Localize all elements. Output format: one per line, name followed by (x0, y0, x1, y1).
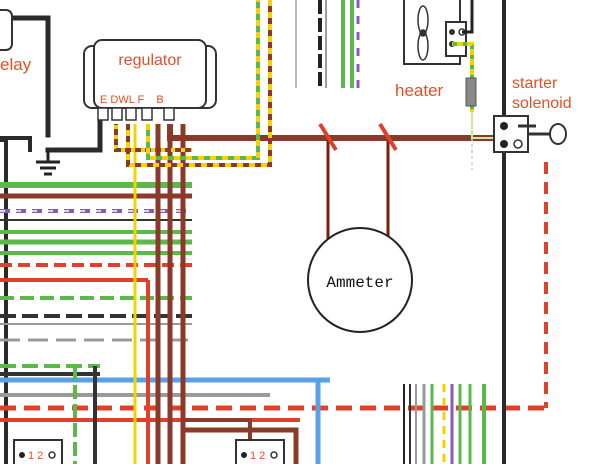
horizontal-harness (0, 182, 548, 422)
main-charging-line (167, 124, 512, 151)
lower-left-verticals (73, 366, 97, 464)
heater-unit (403, 0, 467, 65)
relay-box (0, 9, 13, 51)
connector-mid-label: 1 2 (250, 450, 265, 462)
ammeter-taps (318, 122, 398, 152)
regulator-up-wires (126, 0, 272, 167)
regulator-label: regulator (118, 52, 182, 69)
connector-mid (235, 439, 285, 464)
heater-wires (452, 0, 494, 170)
top-center-wires (295, 0, 360, 88)
connector-left-label: 1 2 (28, 450, 43, 462)
starter-solenoid (493, 115, 567, 153)
relay-label: elay (0, 55, 32, 74)
regulator-terminals-label: E DWL F B (100, 94, 164, 106)
starter-label-2: solenoid (512, 95, 572, 112)
starter-label-1: starter (512, 75, 558, 92)
regulator-unit (83, 39, 217, 121)
connector-left (13, 439, 63, 464)
ammeter-gauge (307, 227, 413, 333)
left-frame-wires (0, 15, 103, 464)
lower-right-bundle (403, 384, 486, 464)
ammeter-leads (326, 138, 390, 240)
fan-icon (417, 5, 429, 61)
ground-symbol-icon (36, 150, 60, 176)
ammeter-label: Ammeter (326, 274, 393, 292)
regulator-down-wires (114, 124, 299, 464)
heater-label: heater (395, 81, 444, 100)
